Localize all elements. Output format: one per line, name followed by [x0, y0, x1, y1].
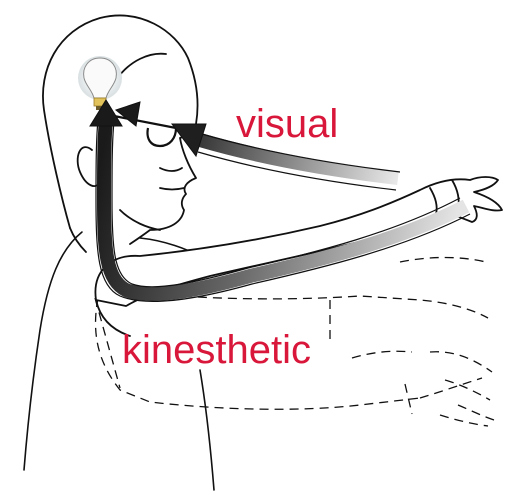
kinesthetic-label: kinesthetic	[122, 330, 311, 370]
visual-label: visual	[236, 104, 338, 144]
